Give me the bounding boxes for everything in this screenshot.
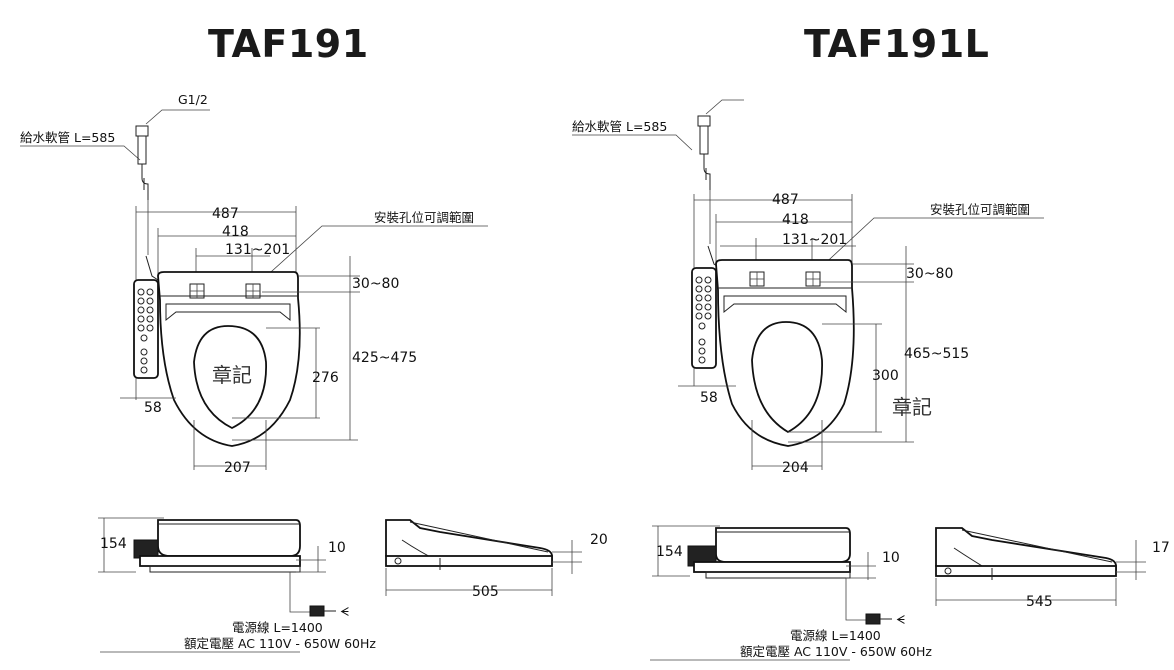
dim-depth: 505 [472, 584, 499, 600]
dim-depth-l: 545 [1026, 594, 1053, 610]
rated-voltage-label: 額定電壓 AC 110V - 650W 60Hz [184, 636, 376, 651]
dim-overall-width-l: 487 [772, 192, 799, 208]
install-range-label: 安裝孔位可調範圍 [374, 210, 474, 225]
rated-voltage-label-l: 額定電壓 AC 110V - 650W 60Hz [740, 644, 932, 659]
dim-panel-width-l: 58 [700, 390, 718, 406]
svg-text:ᗕ: ᗕ [896, 612, 905, 627]
svg-text:ᗕ: ᗕ [340, 604, 349, 619]
dim-seat-width: 418 [222, 224, 249, 240]
taf191-front-view: 154 10 ᗕ 電源線 L=1400 額定電壓 AC 110V - 650W … [98, 517, 376, 653]
taf191l-side-profile: 17 545 [935, 527, 1170, 610]
stamp-mark: 章記 [212, 363, 252, 387]
stamp-mark-l: 章記 [892, 395, 932, 419]
dim-hole-spacing-l: 131~201 [782, 232, 847, 248]
taf191l-top-view: 給水軟管 L=585 安裝孔位可調範圍 487 418 131~201 [572, 99, 1044, 476]
taf191-side-profile: 20 505 [385, 519, 608, 600]
install-range-label-l: 安裝孔位可調範圍 [930, 202, 1030, 217]
power-cord-label-l: 電源線 L=1400 [790, 628, 881, 643]
dim-opening-length-l: 300 [872, 368, 899, 384]
model-title-taf191: TAF191 [208, 22, 369, 66]
dim-seat-width-l: 418 [782, 212, 809, 228]
dim-lid-height-l: 17 [1152, 540, 1170, 556]
dim-side-height: 154 [100, 536, 127, 552]
taf191-top-view: G1/2 給水軟管 L=585 安裝孔位可調範圍 487 418 131~201 [20, 92, 488, 476]
power-cord-label: 電源線 L=1400 [232, 620, 323, 635]
dim-panel-width: 58 [144, 400, 162, 416]
pipe-fitting-label: G1/2 [178, 92, 208, 107]
dim-total-length-l: 465~515 [904, 346, 969, 362]
dim-side-gap-l: 10 [882, 550, 900, 566]
dim-opening-width: 207 [224, 460, 251, 476]
taf191l-front-view: 154 10 ᗕ 電源線 L=1400 額定電壓 AC 110V - 650W … [650, 525, 932, 661]
dim-opening-width-l: 204 [782, 460, 809, 476]
dim-lid-height: 20 [590, 532, 608, 548]
supply-hose-label-l: 給水軟管 L=585 [572, 119, 667, 134]
dim-side-height-l: 154 [656, 544, 683, 560]
dim-hole-offset: 30~80 [352, 276, 399, 292]
model-title-taf191l: TAF191L [804, 22, 990, 66]
dim-side-gap: 10 [328, 540, 346, 556]
dim-hole-spacing: 131~201 [225, 242, 290, 258]
dim-total-length: 425~475 [352, 350, 417, 366]
dim-opening-length: 276 [312, 370, 339, 386]
supply-hose-label: 給水軟管 L=585 [20, 130, 115, 145]
dim-overall-width: 487 [212, 206, 239, 222]
dim-hole-offset-l: 30~80 [906, 266, 953, 282]
